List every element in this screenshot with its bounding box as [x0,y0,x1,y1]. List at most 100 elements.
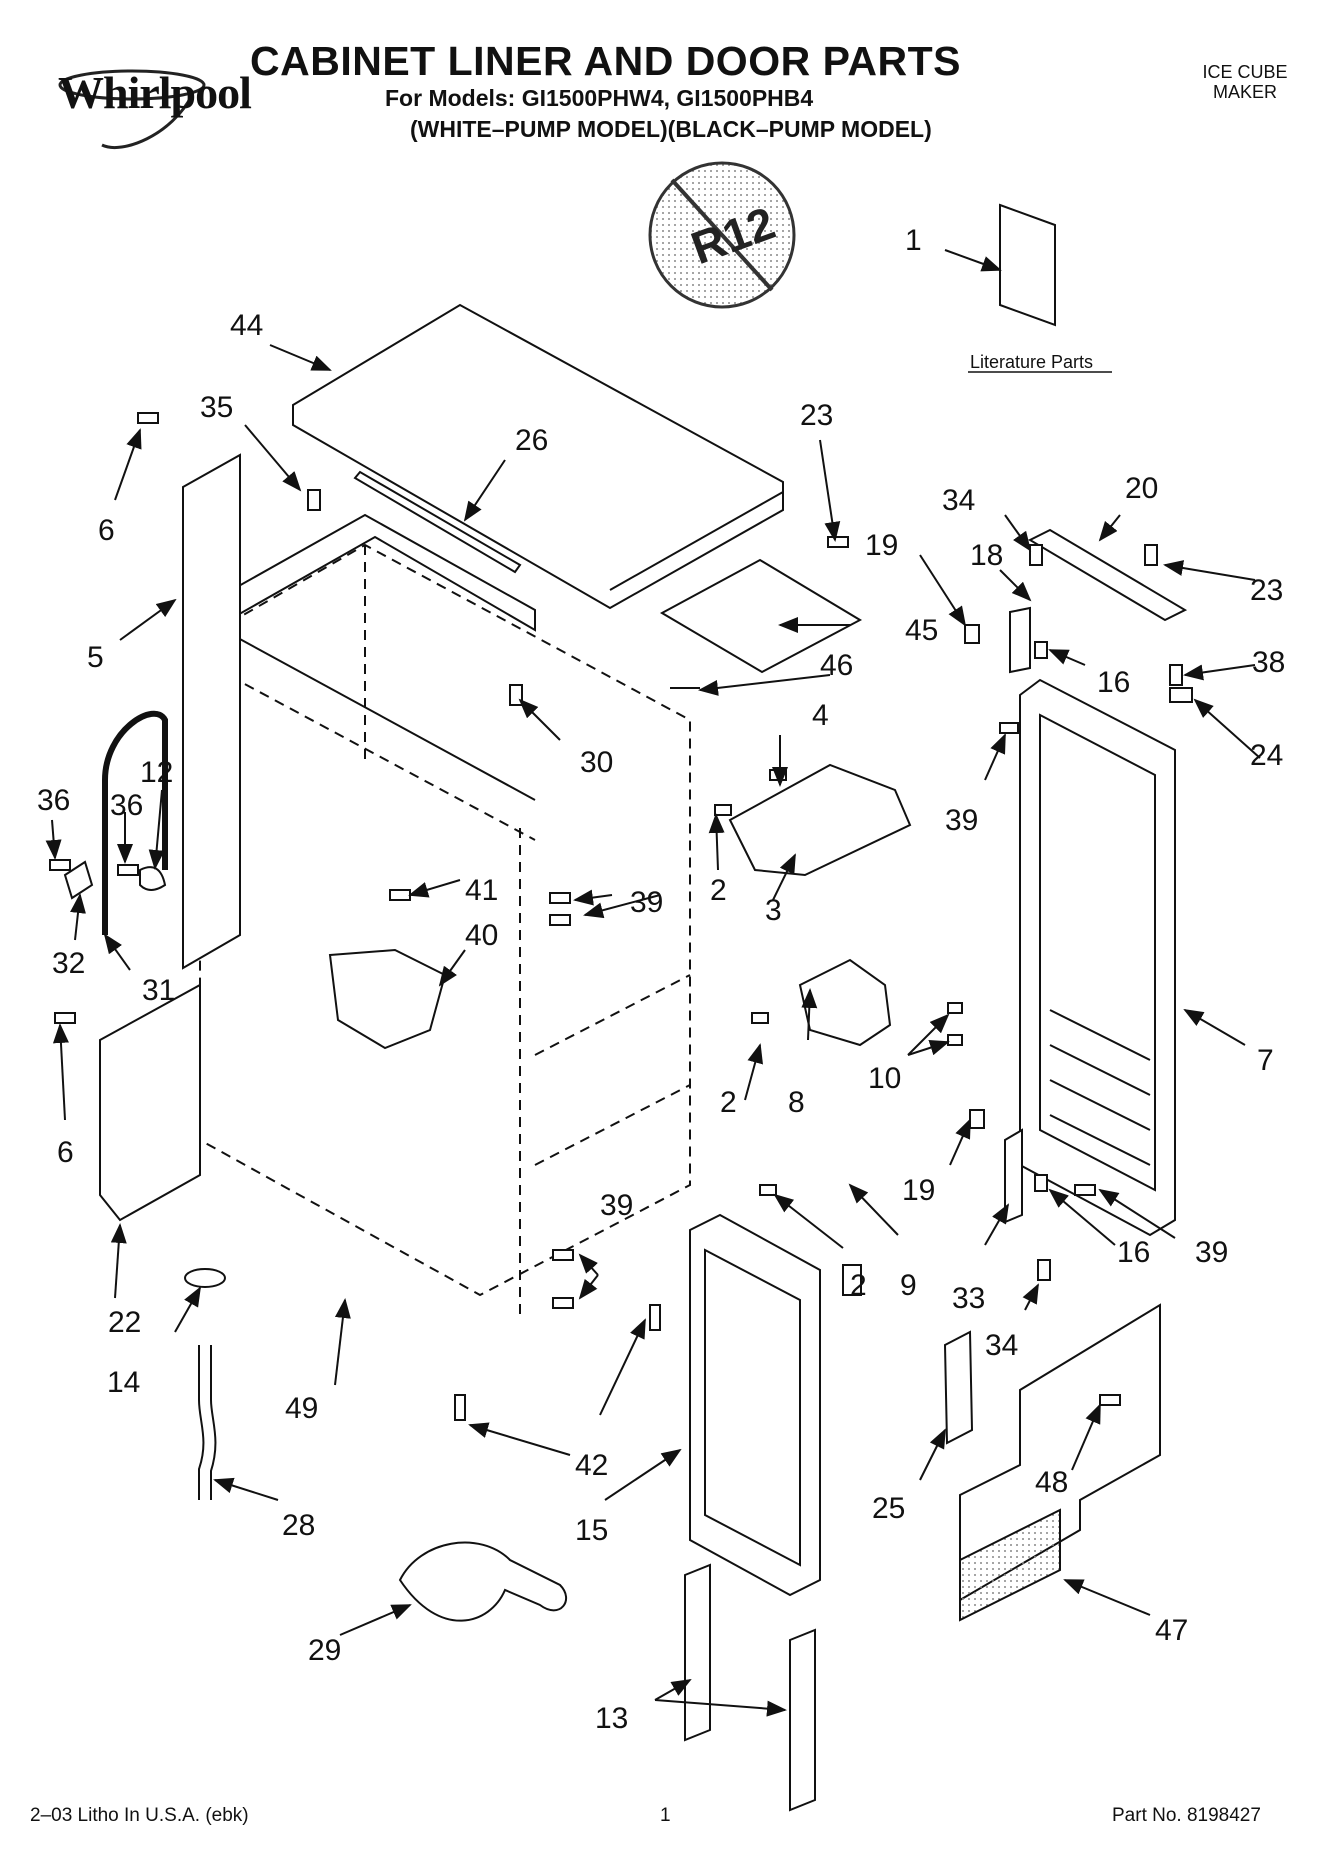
callout-9: 9 [900,1269,917,1302]
category-line-1: ICE CUBE [1202,62,1288,82]
grille [959,1508,1061,1622]
models-line: For Models: GI1500PHW4, GI1500PHB4 [385,85,814,111]
hose-clip [139,866,167,891]
callout-39a: 39 [630,886,663,919]
screw-39c [549,914,571,926]
screw-2b [751,1012,769,1024]
callout-36a: 36 [37,784,70,817]
pin-4 [769,769,787,781]
callout-49: 49 [285,1392,318,1425]
callout-38: 38 [1252,646,1285,679]
callout-5: 5 [87,641,104,674]
screw-48 [1099,1394,1121,1406]
callout-19a: 19 [865,529,898,562]
callout-34b: 34 [985,1329,1018,1362]
screw-39a [999,722,1019,734]
front-rail [353,470,522,574]
callout-31: 31 [142,974,175,1007]
callout-36b: 36 [110,789,143,822]
ice-scoop [398,1541,567,1622]
callout-25: 25 [872,1492,905,1525]
variants-line: (WHITE–PUMP MODEL)(BLACK–PUMP MODEL) [410,116,932,142]
literature-booklet [999,203,1056,327]
screw-41 [389,889,411,901]
callout-28: 28 [282,1509,315,1542]
shim-19a [964,624,980,644]
screw-42b [649,1304,661,1331]
screw-36b [117,864,139,876]
screw-36a [49,859,71,871]
callout-20: 20 [1125,472,1158,505]
callout-6a: 6 [98,514,115,547]
screw-39d [1074,1184,1096,1196]
screw-39b [549,892,571,904]
callout-10: 10 [868,1062,901,1095]
callout-13: 13 [595,1702,628,1735]
screw-2a [714,804,732,816]
callout-1: 1 [905,224,922,257]
catch-9 [842,1264,862,1296]
callout-4: 4 [812,699,829,732]
callout-23b: 23 [1250,574,1283,607]
page-title: CABINET LINER AND DOOR PARTS [250,38,961,84]
callout-3: 3 [765,894,782,927]
ice-chute [728,763,912,877]
callout-39c: 39 [600,1189,633,1222]
callout-47: 47 [1155,1614,1188,1647]
callout-18: 18 [970,539,1003,572]
callout-44: 44 [230,309,263,342]
screw-38 [1169,664,1183,686]
callout-23a: 23 [800,399,833,432]
no-r12-badge [648,161,796,309]
trim-strip-right [789,1628,816,1812]
screw-42a [454,1394,466,1421]
callout-48: 48 [1035,1466,1068,1499]
callout-22: 22 [108,1306,141,1339]
door-gasket [689,1213,821,1597]
callout-42: 42 [575,1449,608,1482]
side-panel [182,453,241,970]
callout-26: 26 [515,424,548,457]
callout-24: 24 [1250,739,1283,772]
callout-6b: 6 [57,1136,74,1169]
screw-6-top [137,412,159,424]
top-hinge [1009,606,1031,674]
callout-45: 45 [905,614,938,647]
bottom-hinge [1004,1128,1023,1224]
deflector [328,948,447,1050]
callout-46: 46 [820,649,853,682]
screw-30 [509,684,523,706]
callout-34a: 34 [942,484,975,517]
screw-39e [552,1249,574,1261]
callout-8: 8 [788,1086,805,1119]
back-panel [99,983,201,1222]
callout-2a: 2 [710,874,727,907]
whirlpool-logo [58,69,206,150]
callout-33: 33 [952,1282,985,1315]
screw-34b [1037,1259,1051,1281]
part-number: Part No. 8198427 [1112,1805,1261,1826]
clamp [63,860,94,900]
screw-10b [947,1034,963,1046]
callout-39d: 39 [1195,1236,1228,1269]
callout-16a: 16 [1097,666,1130,699]
brand-logo-text: Whirlpool [58,67,252,118]
callout-32: 32 [52,947,85,980]
screw-39f [552,1297,574,1309]
callout-35: 35 [200,391,233,424]
screw-10a [947,1002,963,1014]
trim-strip-left [684,1563,711,1742]
callout-19b: 19 [902,1174,935,1207]
bracket [943,1330,974,1445]
callout-15: 15 [575,1514,608,1547]
category-line-2: MAKER [1212,82,1277,102]
callout-labels: 1 2 2 2 3 4 5 6 6 7 8 9 10 12 13 14 15 1… [37,224,1285,1735]
motor-housing [798,958,892,1047]
callout-16b: 16 [1117,1236,1150,1269]
callout-40: 40 [465,919,498,952]
insulation-pad [659,558,863,674]
hose-clamp [184,1268,226,1288]
stop-24 [1169,687,1193,703]
callout-39b: 39 [945,804,978,837]
